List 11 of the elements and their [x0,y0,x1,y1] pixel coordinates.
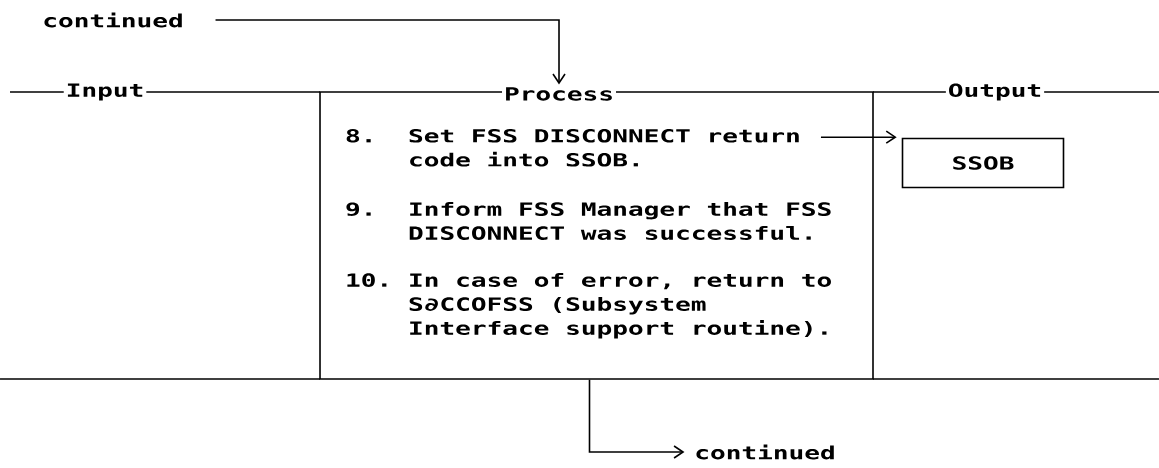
column-heading: Input [63,81,147,103]
column-heading: Output [945,81,1045,103]
continuation-text: continued [696,444,834,460]
arrow [820,130,897,144]
step-text: 8. Set FSS DISCONNECT return code into SSOB. [346,129,799,167]
step-text: 10. In case of error, return to S∂CCOFSS (Subsystem Interface support routine). [347,273,831,339]
continuation-text: continued [44,12,182,28]
step-text: 9. Inform FSS Manager that FSS DISCONNECT was successful. [346,202,831,240]
arrow [214,19,566,85]
data-box: SSOB [901,137,1065,189]
arrow [588,379,685,459]
